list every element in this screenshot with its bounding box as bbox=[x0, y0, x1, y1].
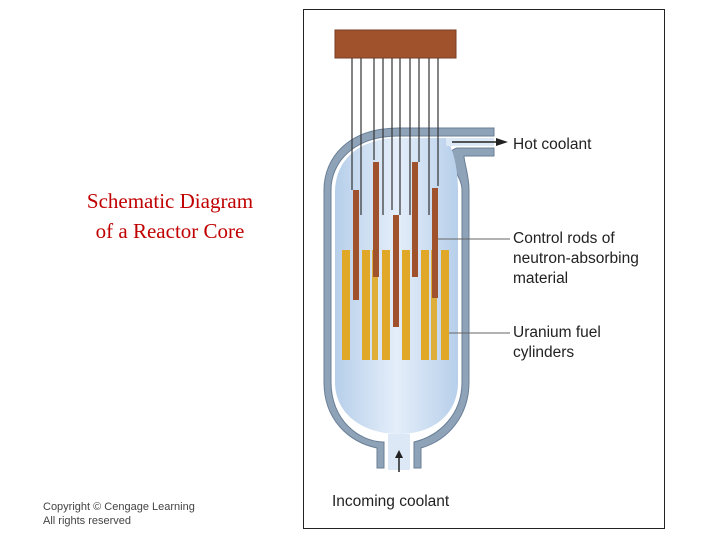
vessel-outer-wall bbox=[323, 127, 495, 469]
fuel-cylinder bbox=[342, 250, 350, 360]
control-rod-drive-housing bbox=[334, 29, 457, 59]
fuel-cylinder bbox=[431, 250, 437, 360]
copyright-line-1: Copyright © Cengage Learning bbox=[43, 501, 195, 513]
control-rod bbox=[432, 188, 438, 298]
title-line-2: of a Reactor Core bbox=[95, 219, 245, 243]
copyright-line-2: All rights reserved bbox=[43, 515, 132, 527]
label-fuel-2: cylinders bbox=[513, 344, 574, 361]
fuel-cylinders bbox=[342, 250, 449, 360]
control-rods bbox=[353, 162, 438, 327]
fuel-cylinder bbox=[382, 250, 390, 360]
hot-coolant-arrow bbox=[452, 138, 508, 146]
title-line-1: Schematic Diagram bbox=[86, 189, 254, 213]
incoming-coolant-arrow bbox=[395, 450, 403, 472]
slide-title: Schematic Diagram of a Reactor Core bbox=[50, 186, 290, 246]
label-incoming-coolant: Incoming coolant bbox=[332, 493, 450, 510]
label-control-rods-1: Control rods of bbox=[513, 230, 615, 247]
reactor-core-figure: Hot coolant Control rods of neutron-abso… bbox=[303, 9, 665, 529]
fuel-cylinder bbox=[402, 250, 410, 360]
label-control-rods-2: neutron-absorbing bbox=[513, 250, 639, 267]
control-rod bbox=[373, 162, 379, 277]
label-fuel-1: Uranium fuel bbox=[513, 324, 601, 341]
label-hot-coolant: Hot coolant bbox=[513, 136, 592, 153]
drive-cables bbox=[351, 58, 439, 215]
label-control-rods-3: material bbox=[513, 270, 568, 287]
fuel-cylinder bbox=[372, 250, 378, 360]
control-rod bbox=[412, 162, 418, 277]
reactor-core-diagram: Hot coolant Control rods of neutron-abso… bbox=[323, 29, 639, 510]
fuel-cylinder bbox=[441, 250, 449, 360]
fuel-cylinder bbox=[421, 250, 429, 360]
copyright-notice: Copyright © Cengage Learning All rights … bbox=[43, 500, 195, 528]
control-rod bbox=[353, 190, 359, 300]
fuel-cylinder bbox=[362, 250, 370, 360]
control-rod bbox=[393, 215, 399, 327]
